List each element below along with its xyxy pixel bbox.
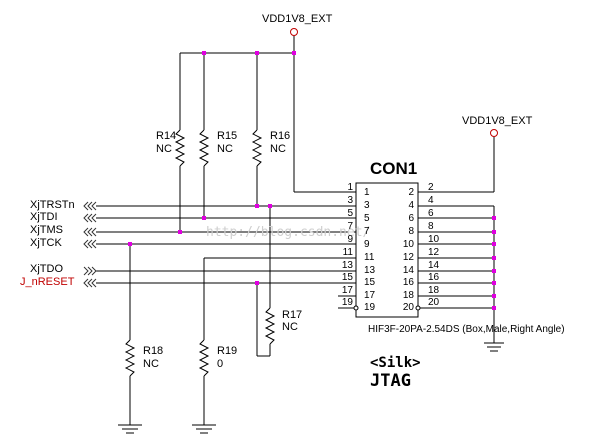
r19-ref: R19 <box>217 345 238 357</box>
pin-outer-left: 15 <box>341 272 353 283</box>
pin-inner-right: 10 <box>402 239 414 250</box>
signal-tdi: XjTDI <box>30 211 58 223</box>
pin-outer-right: 20 <box>428 297 440 308</box>
r16-body <box>251 129 263 167</box>
pin-outer-right: 18 <box>428 285 440 296</box>
r14-value: NC <box>156 143 172 155</box>
ground-connector <box>484 206 504 352</box>
vdd-right-terminal <box>490 129 498 137</box>
pin-inner-left: 1 <box>364 187 370 198</box>
pin-outer-left: 19 <box>341 297 353 308</box>
r18-value: NC <box>143 358 159 370</box>
watermark: http://blog.csdn.net/ <box>206 225 371 240</box>
signal-trstn: XjTRSTn <box>30 199 75 211</box>
signal-tms: XjTMS <box>30 224 63 236</box>
r15-ref: R15 <box>217 130 238 142</box>
pin-inner-right: 20 <box>402 302 414 313</box>
silk-jtag: JTAG <box>370 371 411 391</box>
junction-dots <box>128 51 496 310</box>
pin-inner-left: 15 <box>364 277 376 288</box>
pin-inner-right: 12 <box>402 252 414 263</box>
r17-value: NC <box>282 321 298 333</box>
pin-inner-left: 9 <box>364 239 370 250</box>
pin-inner-right: 16 <box>402 277 414 288</box>
connector-part: HIF3F-20PA-2.54DS (Box,Male,Right Angle) <box>368 324 565 335</box>
r16-value: NC <box>270 143 286 155</box>
ground-r19 <box>192 424 216 434</box>
pin-outer-right: 10 <box>428 234 440 245</box>
r16-ref: R16 <box>270 130 291 142</box>
pin-inner-left: 7 <box>364 226 370 237</box>
pin-outer-left: 5 <box>347 208 353 219</box>
connector-body <box>355 182 419 318</box>
r18-body <box>124 339 136 377</box>
pin-inner-right: 18 <box>402 290 414 301</box>
pin-outer-right: 2 <box>428 182 434 193</box>
r19-value: 0 <box>217 358 224 370</box>
pin-outer-right: 12 <box>428 247 440 258</box>
r15-body <box>198 129 210 167</box>
pin-inner-right: 2 <box>408 187 414 198</box>
pin-inner-right: 4 <box>408 200 414 211</box>
pin-outer-left: 17 <box>341 285 353 296</box>
pin-outer-right: 16 <box>428 272 440 283</box>
connector-refdes: CON1 <box>370 159 418 178</box>
pin-outer-left: 7 <box>347 221 353 232</box>
r17-ref: R17 <box>282 309 303 321</box>
pin-inner-right: 14 <box>402 265 414 276</box>
pin-outer-left: 13 <box>341 260 353 271</box>
silk-label: <Silk> <box>370 355 421 371</box>
vdd-right-label: VDD1V8_EXT <box>462 115 533 127</box>
pin-inner-left: 13 <box>364 265 376 276</box>
pin-outer-right: 6 <box>428 208 434 219</box>
pin-inner-right: 8 <box>408 226 414 237</box>
pin-outer-right: 14 <box>428 260 440 271</box>
pin-outer-left: 1 <box>347 182 353 193</box>
pin-outer-right: 8 <box>428 221 434 232</box>
port-arrows <box>83 201 97 288</box>
vdd-top-label: VDD1V8_EXT <box>262 13 333 25</box>
vdd-top-terminal <box>290 28 298 36</box>
r17-body <box>264 307 276 345</box>
signal-nreset: J_nRESET <box>20 276 75 288</box>
signal-tck: XjTCK <box>30 237 62 249</box>
pin-outer-left: 11 <box>342 247 353 258</box>
pin20-terminal <box>415 305 421 311</box>
pin-inner-left: 11 <box>364 252 375 263</box>
pin-inner-left: 3 <box>364 200 370 211</box>
r15-value: NC <box>217 143 233 155</box>
r14-body <box>174 129 186 167</box>
pin-outer-left: 9 <box>347 234 353 245</box>
signal-tdo: XjTDO <box>30 263 63 275</box>
ground-r18 <box>118 424 142 434</box>
r14-ref: R14 <box>156 130 177 142</box>
pin-inner-left: 19 <box>364 302 376 313</box>
r18-ref: R18 <box>143 345 164 357</box>
pin-inner-left: 5 <box>364 213 370 224</box>
pin-inner-left: 17 <box>364 290 376 301</box>
pin-outer-right: 4 <box>428 195 434 206</box>
pin19-terminal <box>353 305 359 311</box>
pin-inner-right: 6 <box>408 213 414 224</box>
r19-body <box>198 339 210 377</box>
pin-outer-left: 3 <box>347 195 353 206</box>
